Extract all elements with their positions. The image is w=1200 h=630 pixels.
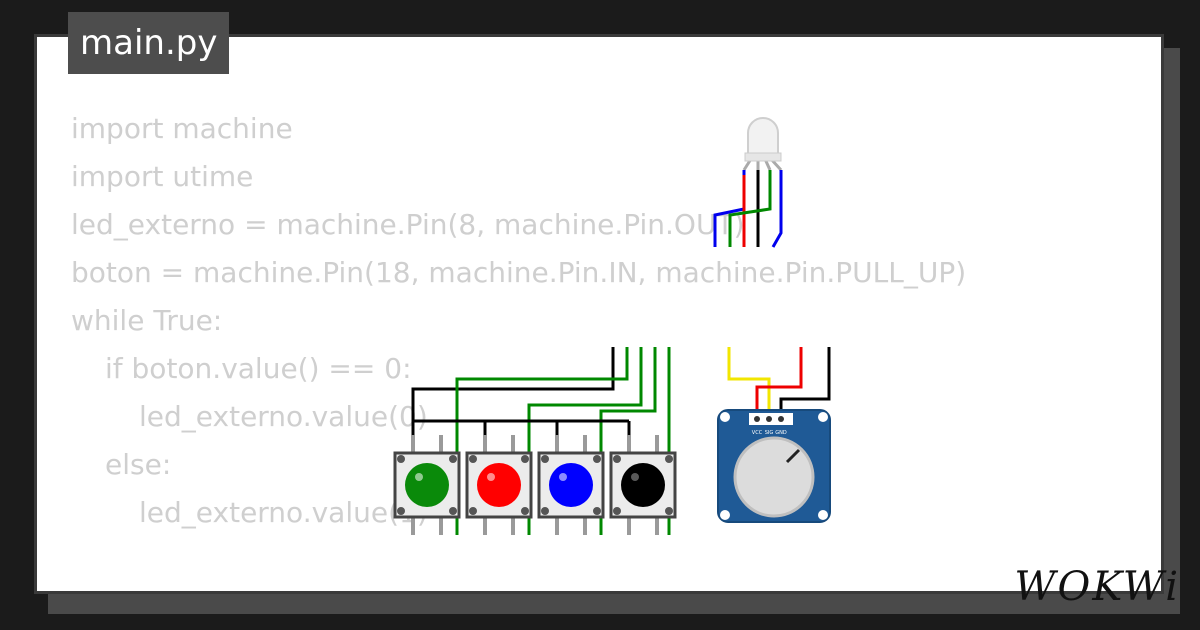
- push-button-green[interactable]: [393, 435, 461, 535]
- wire-led-blue-2: [771, 170, 783, 248]
- code-line-7: led_externo.value(0): [139, 400, 428, 433]
- push-button-red[interactable]: [465, 435, 533, 535]
- rgb-led[interactable]: [742, 117, 783, 172]
- code-line-2: import utime: [71, 160, 254, 193]
- wokwi-logo: WOKWi: [1014, 564, 1180, 610]
- code-line-3: led_externo = machine.Pin(8, machine.Pin…: [71, 208, 745, 241]
- push-button-blue[interactable]: [537, 435, 605, 535]
- pot-pin-sig: SIG: [765, 430, 774, 436]
- code-line-8: else:: [105, 448, 172, 481]
- potentiometer[interactable]: VCC SIG GND: [717, 409, 831, 523]
- wire-buttons-common: [413, 419, 631, 435]
- code-line-9: led_externo.value(1): [139, 496, 428, 529]
- code-line-4: boton = machine.Pin(18, machine.Pin.IN, …: [71, 256, 967, 289]
- wire-pot-yellow: [727, 347, 771, 419]
- wire-pot-red: [755, 347, 803, 419]
- code-preview: import machine import utime led_externo = …: [71, 105, 966, 537]
- push-button-black[interactable]: [609, 435, 677, 535]
- code-line-6: if boton.value() == 0:: [105, 352, 412, 385]
- circuit-diagram: VCC SIG GND: [393, 117, 831, 535]
- wire-buttons-black: [411, 347, 615, 435]
- project-preview-card: import machine import utime led_externo = …: [34, 34, 1164, 594]
- pot-pin-gnd: GND: [775, 430, 787, 436]
- code-line-1: import machine: [71, 112, 293, 145]
- code-line-5: while True:: [71, 304, 223, 337]
- wire-pot-black: [779, 347, 831, 419]
- pot-pin-vcc: VCC: [752, 430, 763, 436]
- wire-led-green: [728, 170, 772, 247]
- file-tab[interactable]: main.py: [68, 12, 230, 74]
